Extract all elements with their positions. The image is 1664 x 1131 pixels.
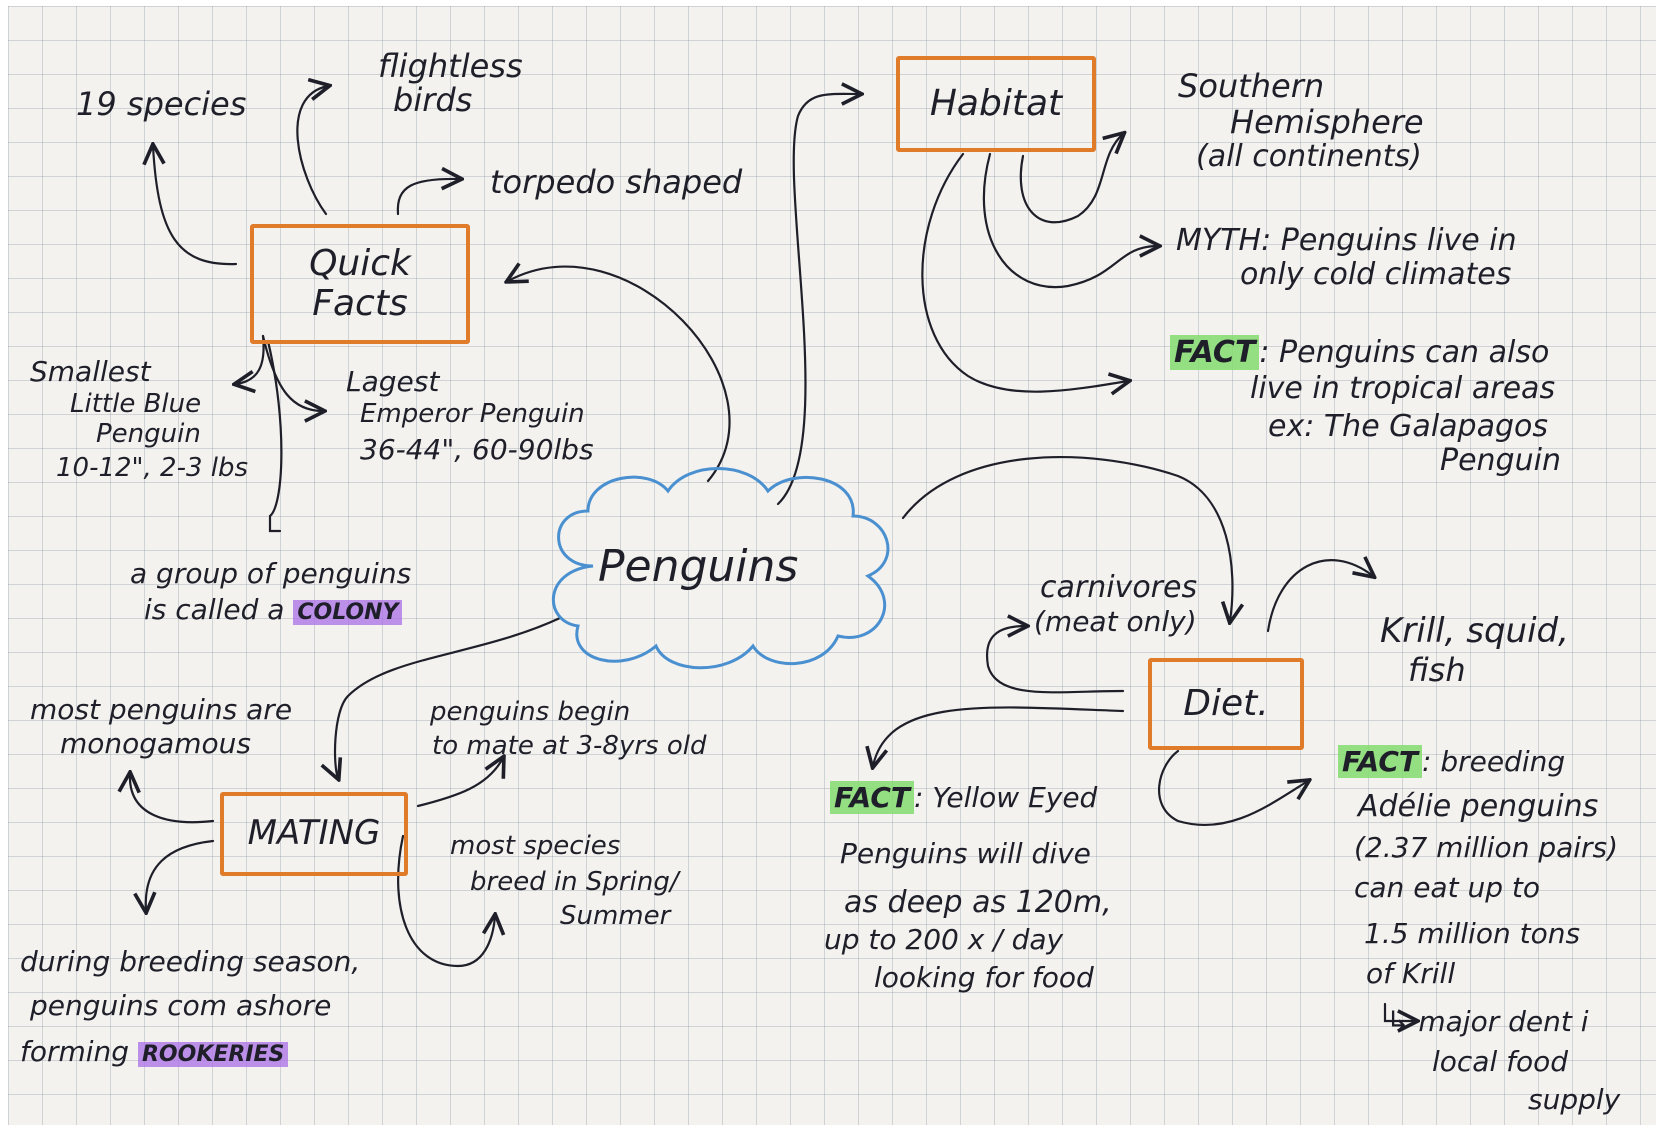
mate-age-1: penguins begin [430, 697, 631, 727]
quick-facts-label-1: Quick [309, 243, 411, 285]
smallest-4: 10-12", 2-3 lbs [56, 453, 249, 483]
diet-fact2-8: local food [1432, 1045, 1569, 1078]
krill-2: fish [1408, 651, 1466, 689]
rookeries-highlight: ROOKERIES [137, 1042, 289, 1067]
diet-fact2-label: FACT [1338, 745, 1422, 778]
group-text-2: is called a COLONY [144, 593, 403, 626]
largest-1: Lagest [346, 365, 440, 398]
mate-age-2: to mate at 3-8yrs old [432, 731, 707, 761]
diet-fact2-9: supply [1528, 1083, 1621, 1116]
flightless-1: flightless [378, 47, 523, 85]
largest-3: 36-44", 60-90lbs [360, 433, 594, 466]
diet-fact1-text-1: : Yellow Eyed [913, 781, 1098, 814]
diet-fact1-5: looking for food [874, 961, 1094, 994]
flightless-2: birds [393, 81, 473, 119]
habitat-fact-2: live in tropical areas [1250, 371, 1556, 406]
habitat-fact-3: ex: The Galapagos [1268, 409, 1548, 444]
smallest-2: Little Blue [70, 389, 202, 419]
mating-label: MATING [247, 813, 381, 854]
diet-fact2-6: of Krill [1366, 957, 1456, 990]
season-3-label: forming [20, 1035, 130, 1068]
monogamous-2: monogamous [60, 727, 251, 760]
habitat-fact-1: FACT: Penguins can also [1170, 335, 1550, 371]
species-count: 19 species [76, 85, 247, 123]
diet-fact2-1: FACT: breeding [1338, 745, 1566, 778]
breed-3: Summer [560, 901, 671, 931]
largest-2: Emperor Penguin [360, 399, 585, 429]
breed-1: most species [450, 831, 621, 861]
colony-highlight: COLONY [293, 600, 403, 625]
myth-1: MYTH: Penguins live in [1176, 223, 1517, 258]
group-text-2-label: is called a [144, 593, 285, 626]
diet-fact1-3: as deep as 120m, [844, 885, 1112, 920]
mating-box: MATING [220, 792, 408, 876]
quick-facts-box: Quick Facts [250, 224, 470, 344]
center-cloud [552, 467, 890, 670]
habitat-box: Habitat [896, 56, 1096, 152]
diet-fact1-2: Penguins will dive [840, 837, 1091, 870]
diet-box: Diet. [1148, 658, 1304, 750]
diet-fact2-7: ↳ major dent i [1386, 1005, 1589, 1038]
myth-2: only cold climates [1240, 257, 1512, 292]
torpedo-shaped: torpedo shaped [490, 163, 743, 201]
graph-paper: Penguins Quick Facts 19 species flightle… [8, 6, 1656, 1125]
monogamous-1: most penguins are [30, 693, 293, 726]
season-3: forming ROOKERIES [20, 1035, 289, 1068]
diet-fact1-4: up to 200 x / day [824, 923, 1064, 956]
diet-fact1-1: FACT: Yellow Eyed [830, 781, 1098, 814]
habitat-label: Habitat [929, 83, 1063, 125]
group-text-1: a group of penguins [130, 557, 412, 590]
breed-2: breed in Spring/ [470, 867, 679, 897]
southern-2: Hemisphere [1230, 103, 1424, 141]
carnivores-1: carnivores [1040, 570, 1198, 605]
quick-facts-label-2: Facts [312, 283, 408, 324]
center-topic: Penguins [598, 541, 799, 592]
diet-fact2-text-1: : breeding [1421, 745, 1566, 778]
krill-1: Krill, squid, [1380, 611, 1569, 651]
diet-fact2-3: (2.37 million pairs) [1354, 831, 1619, 864]
carnivores-2: (meat only) [1034, 605, 1197, 638]
diet-fact2-2: Adélie penguins [1358, 789, 1599, 824]
habitat-fact-text-1: : Penguins can also [1259, 335, 1550, 370]
diet-fact2-4: can eat up to [1354, 871, 1540, 904]
season-1: during breeding season, [20, 945, 361, 978]
season-2: penguins com ashore [30, 989, 332, 1022]
smallest-3: Penguin [96, 419, 201, 449]
diet-fact2-5: 1.5 million tons [1364, 917, 1581, 950]
habitat-fact-label: FACT [1170, 335, 1260, 370]
habitat-fact-4: Penguin [1440, 443, 1561, 478]
diet-label: Diet. [1183, 683, 1269, 725]
smallest-1: Smallest [30, 355, 151, 388]
diet-fact1-label: FACT [830, 781, 914, 814]
mind-map-connectors [8, 6, 1656, 1125]
southern-3: (all continents) [1196, 139, 1422, 174]
southern-1: Southern [1178, 67, 1325, 105]
